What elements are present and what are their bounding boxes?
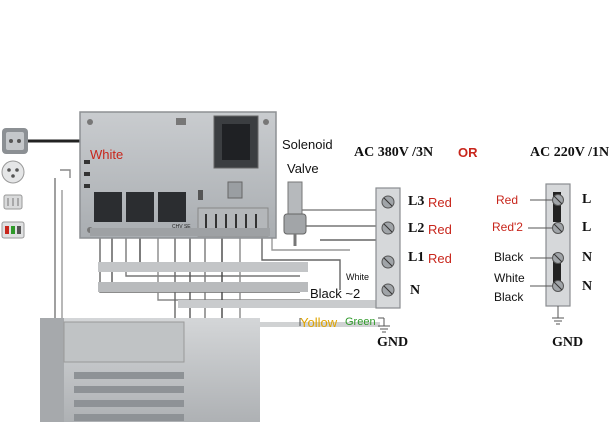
terminal-1p-l1-color: Red [496, 193, 519, 207]
terminal-l3-color: Red [428, 195, 452, 210]
terminal-icon [1, 221, 25, 239]
terminal-l1-color: Red [428, 251, 452, 266]
wire-black-3phase-label: Black ~2 [310, 286, 361, 301]
solenoid-label-line1: Solenoid [282, 137, 333, 152]
ground-3phase-label: GND [377, 335, 409, 350]
ground-yellow-label: Yollow [300, 315, 338, 330]
terminal-1p-n1: N [582, 250, 593, 265]
terminal-1p-n2-color: White [494, 271, 525, 285]
appliance-base [40, 318, 260, 422]
terminal-1p-l2-color: Red'2 [492, 220, 523, 234]
solenoid-label-line2: Valve [287, 161, 319, 176]
wire-white-label: White [90, 147, 124, 162]
supply-1phase-title: AC 220V /1N [530, 145, 609, 160]
ground-1phase-label: GND [552, 335, 584, 350]
terminal-block-3phase [375, 187, 401, 309]
terminal-l2: L2 [408, 221, 425, 236]
terminal-l2-color: Red [428, 222, 452, 237]
terminal-1p-l2: L [582, 220, 592, 235]
ground-symbol-3phase [299, 317, 390, 333]
control-board [79, 111, 277, 239]
wire-white-3phase-label: White [346, 272, 370, 282]
socket-icon [1, 160, 25, 184]
terminal-l1: L1 [408, 250, 425, 265]
extra-black-label: Black [494, 290, 524, 304]
terminal-l3: L3 [408, 194, 425, 209]
sensor-icon [2, 128, 28, 154]
relay-icon [3, 194, 23, 210]
ground-green-label: Green [345, 316, 376, 328]
terminal-block-1phase [528, 183, 571, 307]
terminal-1p-n1-color: Black [494, 250, 524, 264]
solenoid-valve [283, 181, 307, 246]
or-label: OR [458, 145, 478, 160]
terminal-1p-l1: L [582, 192, 592, 207]
supply-3phase-title: AC 380V /3N [354, 145, 434, 160]
ground-symbol-1phase [552, 306, 564, 325]
chip-label: CHV SE [172, 224, 191, 230]
terminal-1p-n2: N [582, 279, 593, 294]
wire-bundles [98, 262, 380, 327]
terminal-n: N [410, 283, 421, 298]
